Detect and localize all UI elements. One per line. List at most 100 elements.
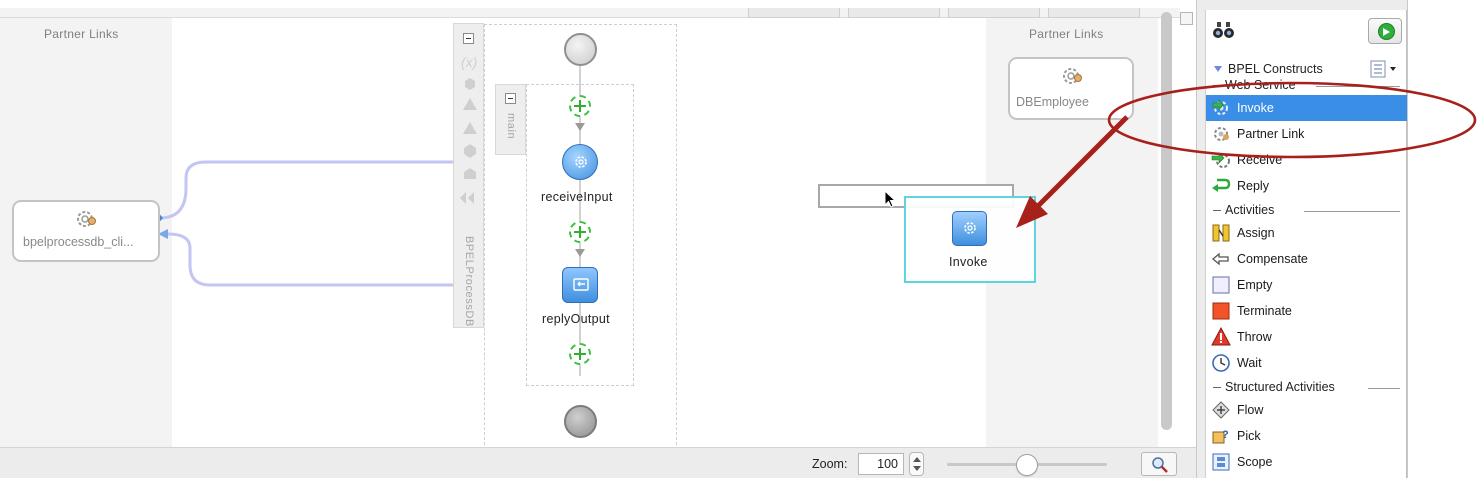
section-dash (1213, 387, 1221, 388)
svg-text:(x): (x) (461, 54, 477, 70)
section-label: Structured Activities (1225, 380, 1341, 394)
mouse-pointer-icon (884, 190, 897, 208)
partner-link-client-label: bpelprocessdb_cli... (23, 235, 134, 249)
scrollbar-thumb[interactable] (1161, 12, 1172, 430)
sequence-sidebar: main (495, 84, 526, 155)
palette-item-throw[interactable]: Throw (1206, 324, 1408, 350)
binoculars-icon[interactable] (1212, 21, 1236, 41)
palette-side-strip (1407, 0, 1484, 478)
canvas-vertical-scrollbar[interactable] (1158, 12, 1176, 437)
list-menu-icon (1370, 60, 1396, 78)
process-sidebar: (x) BPELProcessDB (453, 23, 484, 328)
zoom-input[interactable]: 100 (858, 453, 904, 475)
invoke-icon (1212, 99, 1228, 115)
connector-from-reply (167, 232, 556, 287)
partner-link-client[interactable]: bpelprocessdb_cli... (12, 200, 160, 262)
palette-item-empty[interactable]: Empty (1206, 272, 1408, 298)
collapse-sequence-icon[interactable] (505, 93, 516, 104)
terminate-icon (1212, 302, 1230, 320)
palette-item-flow[interactable]: Flow (1206, 397, 1408, 423)
palette-item-pick[interactable]: ? Pick (1206, 423, 1408, 449)
palette-item-label: Empty (1237, 278, 1273, 292)
palette-item-label: Reply (1237, 179, 1269, 193)
annotation-arrow-shaft (1034, 115, 1129, 210)
palette-item-label: Terminate (1237, 304, 1292, 318)
bpel-canvas[interactable]: Partner Links Partner Links bpelprocessd… (0, 8, 1180, 448)
add-activity-icon[interactable] (569, 95, 591, 117)
zoom-fit-button[interactable] (1141, 452, 1177, 476)
connector-arrow-reply (158, 229, 168, 239)
palette-category-label: BPEL Constructs (1228, 62, 1323, 76)
partner-links-title-right: Partner Links (1029, 27, 1104, 41)
palette-category-header[interactable]: BPEL Constructs (1206, 57, 1408, 81)
palette-item-label: Throw (1237, 330, 1272, 344)
palette-menu-button[interactable] (1369, 59, 1401, 79)
section-rule (1368, 388, 1400, 389)
canvas-top-edge (0, 8, 1180, 18)
go-button[interactable] (1368, 18, 1402, 44)
palette-item-partner-link[interactable]: Partner Link (1206, 121, 1408, 147)
palette-search-row (1206, 16, 1408, 46)
add-activity-icon[interactable] (569, 221, 591, 243)
palette-item-label: Flow (1237, 403, 1264, 417)
gear-icon (964, 222, 976, 234)
flow-icon (1212, 401, 1230, 419)
zoom-bar: Zoom: 100 (0, 447, 1196, 478)
process-name-label: BPELProcessDB (463, 236, 475, 327)
annotation-highlight-ellipse (1107, 81, 1477, 159)
palette-item-wait[interactable]: Wait (1206, 350, 1408, 376)
reply-activity-label: replyOutput (542, 312, 610, 326)
top-tab[interactable] (1048, 8, 1140, 18)
top-tab[interactable] (748, 8, 840, 18)
gear-partner-icon (1063, 68, 1082, 84)
assign-icon (1212, 224, 1230, 242)
zoom-label: Zoom: (812, 457, 848, 471)
palette-item-invoke[interactable]: Invoke (1206, 95, 1408, 121)
reply-icon (1212, 178, 1231, 192)
palette-item-label: Scope (1237, 455, 1273, 469)
go-arrow-icon (1378, 23, 1395, 40)
throw-icon (1211, 327, 1231, 346)
zoom-fit-icon (1152, 457, 1168, 473)
receive-activity-label: receiveInput (541, 190, 613, 204)
process-tool-icons: (x) (460, 54, 477, 204)
scope-icon (1212, 453, 1230, 471)
partner-link-dbemployee[interactable]: DBEmployee (1008, 57, 1134, 120)
wait-clock-icon (1212, 354, 1230, 372)
flow-arrow-icon (575, 249, 585, 257)
zoom-spinner[interactable] (909, 452, 924, 476)
compensate-icon (1211, 252, 1229, 266)
palette-item-scope[interactable]: Scope (1206, 449, 1408, 475)
start-event[interactable] (564, 33, 597, 66)
empty-icon (1212, 276, 1230, 294)
connector-to-receive (159, 160, 552, 220)
section-dash (1213, 210, 1221, 211)
collapse-process-icon[interactable] (463, 33, 474, 44)
corner-box[interactable] (1180, 12, 1193, 25)
palette-item-assign[interactable]: Assign (1206, 220, 1408, 246)
svg-text:?: ? (1222, 429, 1229, 441)
reply-activity[interactable] (562, 267, 598, 303)
gear-partner-icon (77, 211, 96, 227)
top-tab[interactable] (948, 8, 1040, 18)
palette-item-reply[interactable]: Reply (1206, 173, 1408, 199)
palette-item-terminate[interactable]: Terminate (1206, 298, 1408, 324)
sequence-name-label: main (505, 113, 517, 140)
top-tab[interactable] (848, 8, 940, 18)
section-structured-activities[interactable]: Structured Activities (1206, 379, 1408, 397)
partner-links-title-left: Partner Links (44, 27, 119, 41)
zoom-slider-knob[interactable] (1016, 454, 1038, 476)
add-activity-icon[interactable] (569, 343, 591, 365)
annotation-arrow-head (1016, 196, 1048, 228)
section-label: Web Service (1225, 78, 1302, 92)
palette-item-label: Pick (1237, 429, 1261, 443)
palette-item-compensate[interactable]: Compensate (1206, 246, 1408, 272)
section-activities[interactable]: Activities (1206, 202, 1408, 220)
end-event[interactable] (564, 405, 597, 438)
gear-icon (575, 156, 587, 168)
dragged-invoke-activity[interactable]: Invoke (904, 196, 1036, 283)
palette-item-label: Assign (1237, 226, 1275, 240)
receive-activity[interactable] (562, 144, 598, 180)
collapse-triangle-icon (1214, 66, 1222, 72)
